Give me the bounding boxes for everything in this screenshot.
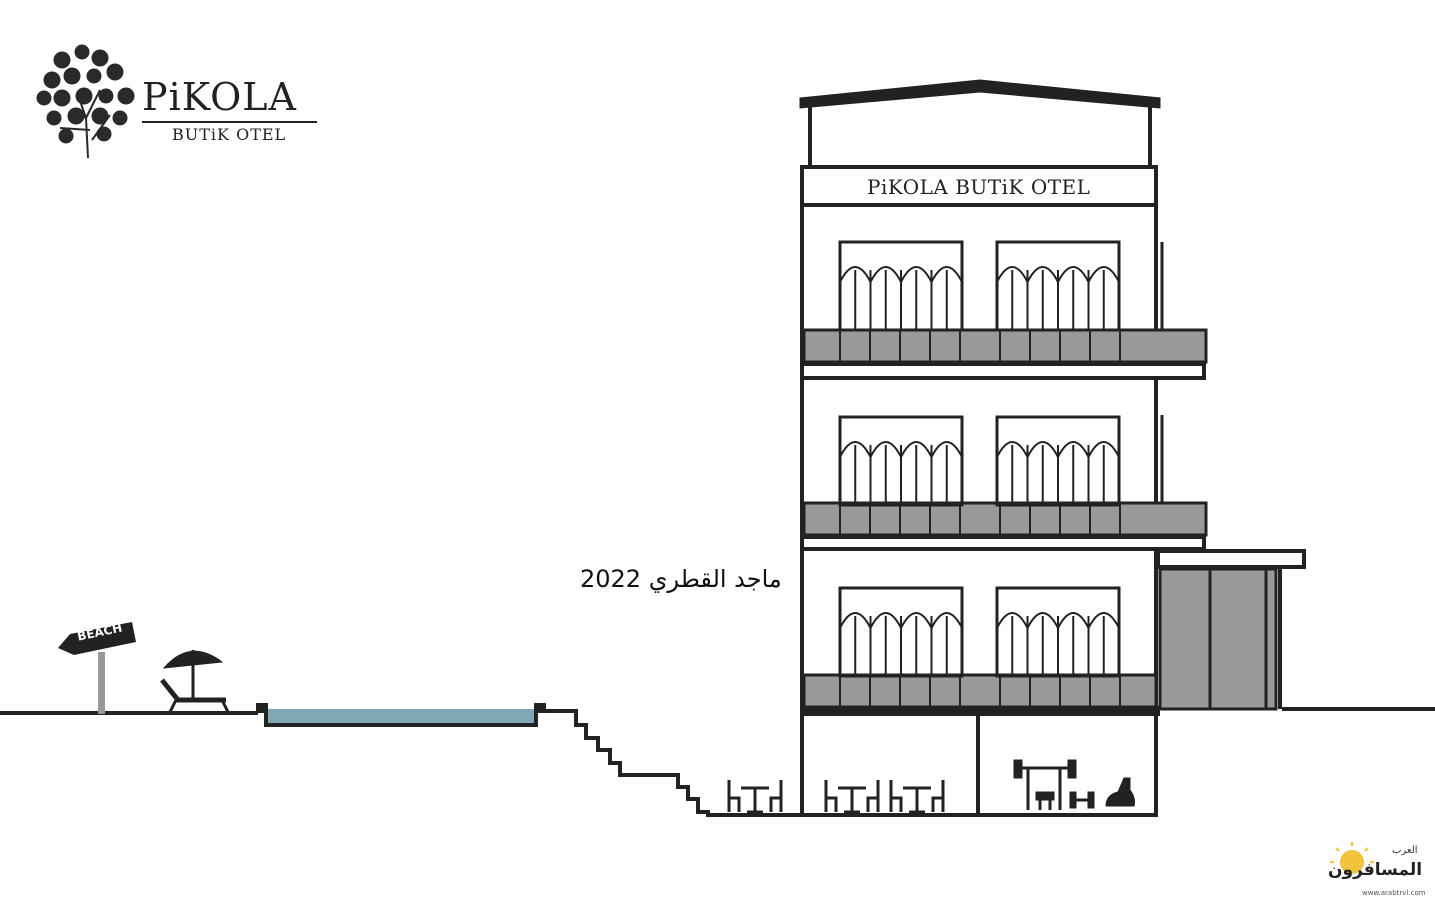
- gym-equipment-icon: [1013, 759, 1135, 810]
- logo-divider: [142, 121, 317, 123]
- watermark-sun-icon: [1330, 842, 1374, 874]
- watermark-main: المسافرون: [1328, 860, 1423, 880]
- watermark-top: العرب: [1392, 845, 1418, 856]
- sun-lounger-icon: [160, 650, 230, 713]
- window: [838, 240, 964, 332]
- window: [995, 415, 1121, 507]
- beach-sign: [58, 622, 136, 714]
- cafe-table: [727, 780, 783, 814]
- window: [995, 240, 1121, 332]
- logo-title: PiKOLA: [142, 75, 297, 119]
- cafe-table: [889, 780, 945, 814]
- tree-logo-icon: [36, 44, 135, 159]
- hotel-building: [799, 79, 1306, 817]
- cafe-tables-icon: [727, 780, 945, 814]
- logo-subtitle: BUTiK OTEL: [172, 125, 287, 144]
- window: [838, 586, 964, 678]
- author-caption: ماجد القطري 2022: [580, 565, 782, 593]
- cafe-table: [824, 780, 880, 814]
- watermark-url: www.arabtrvl.com: [1362, 889, 1426, 897]
- pool: [256, 703, 546, 727]
- window-grid: [838, 240, 1121, 678]
- building-sign: PiKOLA BUTiK OTEL: [867, 175, 1091, 199]
- window: [838, 415, 964, 507]
- window: [995, 586, 1121, 678]
- ground-line: [0, 707, 1435, 817]
